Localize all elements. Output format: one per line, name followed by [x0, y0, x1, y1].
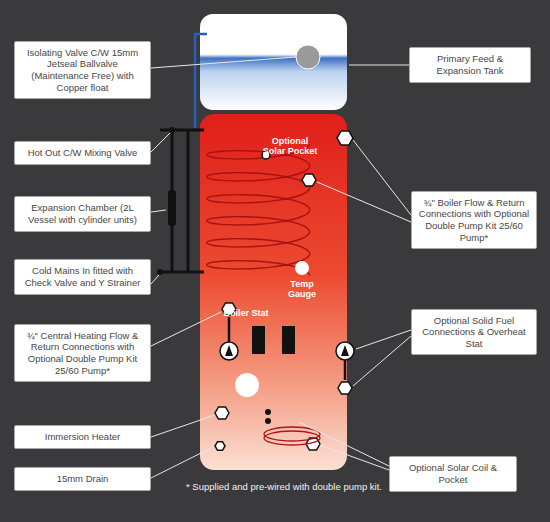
- callout-box: ¾" Boiler Flow & Return Connections with…: [411, 191, 537, 249]
- connections: [215, 131, 353, 450]
- callout-text: Optional Solid Fuel Connections & Overhe…: [418, 315, 530, 350]
- callout-box: Optional Solid Fuel Connections & Overhe…: [411, 309, 537, 356]
- callout-text: ¾" Boiler Flow & Return Connections with…: [418, 197, 530, 243]
- callout-text: 15mm Drain: [21, 473, 144, 485]
- temp-gauge: [295, 261, 309, 275]
- coil-winding: [207, 166, 310, 188]
- hot-pipe: [160, 129, 204, 132]
- part-label: Boiler Stat: [216, 308, 276, 318]
- heating-coil: [207, 144, 310, 276]
- callout-text: Isolating Valve C/W 15mm Jetseal Ballval…: [21, 47, 144, 93]
- feed-pipe: [195, 34, 207, 128]
- callout-box: Isolating Valve C/W 15mm Jetseal Ballval…: [14, 41, 151, 99]
- callout-box: Primary Feed & Expansion Tank: [409, 47, 531, 82]
- cylinder-body: [200, 114, 347, 470]
- callout-text: Optional Solar Coil & Pocket: [396, 462, 510, 485]
- check-valve: [157, 269, 163, 275]
- coil-end: [265, 418, 271, 424]
- callout-box: Expansion Chamber (2L Vessel with cylind…: [14, 196, 151, 231]
- pipe-riser: [187, 130, 190, 272]
- pipe-connection: [215, 407, 229, 419]
- callout-box: ¾" Central Heating Flow & Return Connect…: [14, 324, 151, 382]
- footnote: * Supplied and pre-wired with double pum…: [184, 482, 384, 493]
- part-label: Temp Gauge: [277, 279, 327, 300]
- coil-winding: [207, 188, 310, 210]
- coil-winding: [207, 232, 310, 254]
- pump-arrow: [225, 345, 233, 356]
- callout-text: Immersion Heater: [21, 431, 144, 443]
- cold-pipe: [160, 271, 204, 274]
- leader-line: [151, 210, 166, 212]
- mixing-valve: [169, 127, 175, 133]
- pipe-connection: [302, 174, 316, 186]
- pump-pipe: [229, 317, 345, 380]
- solar-coil: [264, 427, 320, 441]
- pump: [336, 342, 354, 360]
- pipe-connection: [215, 442, 225, 451]
- pipe-connection: [337, 131, 353, 145]
- leader-line: [299, 422, 389, 466]
- leader-line: [356, 330, 411, 349]
- leader-line: [151, 312, 221, 346]
- callout-text: Hot Out C/W Mixing Valve: [21, 147, 144, 159]
- boiler-stat: [252, 326, 265, 354]
- callout-box: 15mm Drain: [14, 467, 151, 491]
- callout-text: Primary Feed & Expansion Tank: [416, 53, 524, 76]
- callout-box: Cold Mains In fitted with Check Valve an…: [14, 259, 151, 294]
- leader-line: [151, 57, 296, 68]
- immersion-heater: [235, 373, 259, 397]
- leader-line: [151, 133, 170, 152]
- leader-lines: [151, 57, 411, 478]
- expansion-vessel: [168, 190, 176, 226]
- leader-line: [349, 65, 409, 66]
- expansion-tank: [200, 14, 347, 110]
- pump: [220, 342, 238, 360]
- callout-text: Expansion Chamber (2L Vessel with cylind…: [21, 202, 144, 225]
- ballvalve-float: [296, 45, 320, 69]
- coil-winding: [207, 254, 310, 276]
- leader-line: [151, 447, 213, 478]
- leader-line: [151, 275, 159, 284]
- pump-arrow: [341, 345, 349, 356]
- leader-line: [353, 140, 411, 215]
- callout-text: ¾" Central Heating Flow & Return Connect…: [21, 330, 144, 376]
- leader-line: [151, 415, 215, 437]
- overheat-stat: [282, 326, 295, 354]
- callout-box: Immersion Heater: [14, 425, 151, 449]
- solar-coil: [264, 431, 320, 445]
- pipework: [160, 130, 204, 272]
- part-label: Optional Solar Pocket: [260, 136, 320, 157]
- callout-text: Cold Mains In fitted with Check Valve an…: [21, 265, 144, 288]
- leader-line: [317, 182, 411, 222]
- coil-winding: [207, 210, 310, 232]
- coil-end: [265, 409, 271, 415]
- callout-box: Hot Out C/W Mixing Valve: [14, 141, 151, 165]
- callout-box: Optional Solar Coil & Pocket: [389, 456, 517, 491]
- leader-line: [353, 336, 411, 386]
- pipe-connection: [338, 382, 352, 394]
